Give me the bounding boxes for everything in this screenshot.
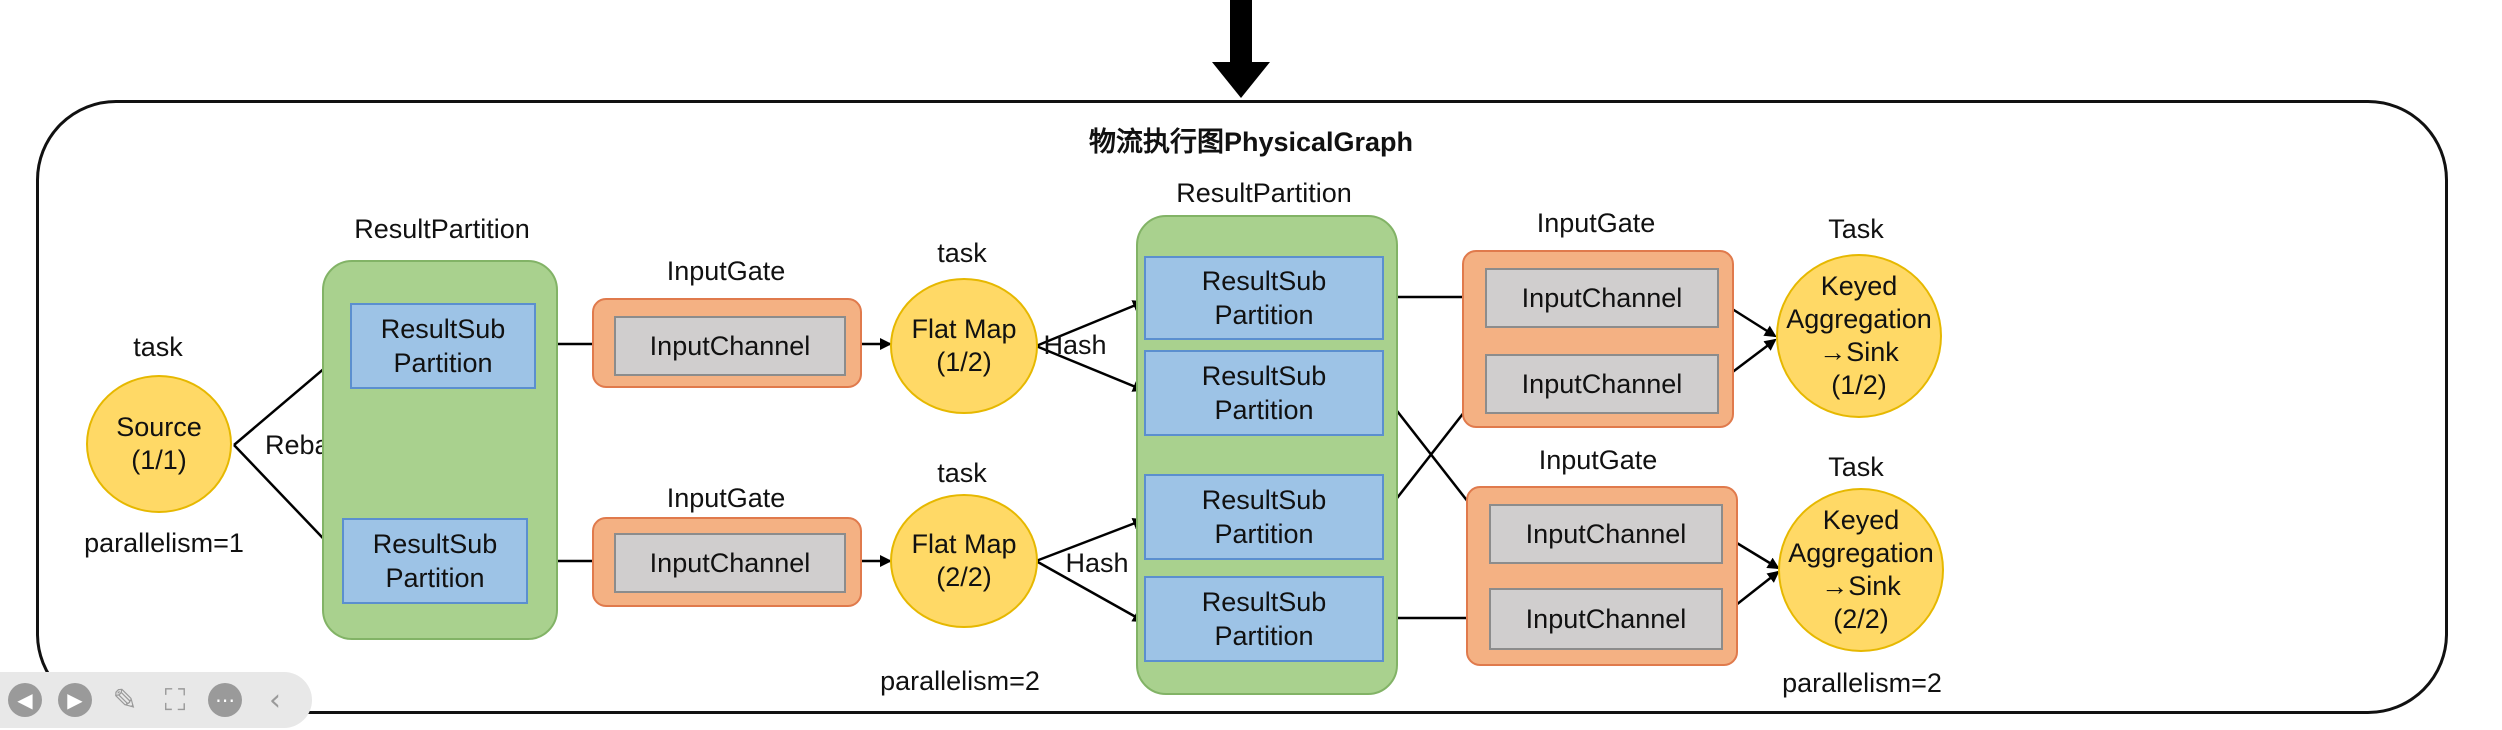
- result-subpartition: ResultSub Partition: [1144, 256, 1384, 340]
- input-channel: InputChannel: [614, 316, 846, 376]
- result-subpartition: ResultSub Partition: [342, 518, 528, 604]
- result-subpartition: ResultSub Partition: [1144, 576, 1384, 662]
- result-subpartition: ResultSub Partition: [1144, 350, 1384, 436]
- result-subpartition: ResultSub Partition: [350, 303, 536, 389]
- hash-label-top: Hash: [1043, 330, 1107, 360]
- sink-top-node: Keyed Aggregation →Sink (1/2): [1776, 254, 1942, 418]
- source-task-label: task: [133, 332, 183, 362]
- flatmap-top-task-label: task: [937, 238, 987, 268]
- input-channel: InputChannel: [1485, 354, 1719, 414]
- collapse-icon[interactable]: ‹: [269, 682, 281, 718]
- result-partition-2-label: ResultPartition: [1176, 178, 1352, 208]
- edge-flatmap2-to-rsp-d: [1035, 559, 1145, 623]
- more-icon[interactable]: ⋯: [208, 683, 242, 717]
- incoming-arrow: [1212, 0, 1270, 98]
- sink-bottom-task-label: Task: [1828, 452, 1884, 482]
- input-channel: InputChannel: [614, 533, 846, 593]
- hash-label-bottom: Hash: [1065, 548, 1129, 578]
- pen-icon[interactable]: ✎: [112, 682, 138, 718]
- flatmap-bottom-task-label: task: [937, 458, 987, 488]
- input-channel: InputChannel: [1489, 588, 1723, 650]
- result-subpartition: ResultSub Partition: [1144, 474, 1384, 560]
- flatmap-top-node: Flat Map (1/2): [890, 278, 1038, 414]
- graph-title: 物流执行图PhysicalGraph: [1088, 127, 1414, 157]
- source-parallelism: parallelism=1: [84, 528, 244, 558]
- input-gate-top-label: InputGate: [666, 256, 786, 286]
- edge-flatmap2-to-rsp-c: [1035, 517, 1145, 563]
- physical-graph-frame: [36, 100, 2448, 714]
- sink-parallelism: parallelism=2: [1782, 668, 1942, 698]
- edge-flatmap1-to-rsp-a: [1035, 300, 1145, 348]
- input-gate-bottom-label: InputGate: [666, 483, 786, 513]
- sink-bottom-node: Keyed Aggregation →Sink (2/2): [1778, 488, 1944, 652]
- next-icon[interactable]: ▶: [58, 683, 92, 717]
- sink-top-task-label: Task: [1828, 214, 1884, 244]
- presentation-toolbar: ◀ ▶ ✎ ⛶ ⋯ ‹: [0, 672, 312, 728]
- edge-flatmap1-to-rsp-b: [1035, 344, 1145, 392]
- result-partition-1-label: ResultPartition: [354, 214, 530, 244]
- input-channel: InputChannel: [1485, 268, 1719, 328]
- prev-icon[interactable]: ◀: [8, 683, 42, 717]
- flatmap-bottom-node: Flat Map (2/2): [890, 494, 1038, 628]
- input-gate-right-top-label: InputGate: [1536, 208, 1656, 238]
- input-channel: InputChannel: [1489, 504, 1723, 564]
- flatmap-parallelism: parallelism=2: [880, 666, 1040, 696]
- screenshot-icon[interactable]: ⛶: [164, 682, 186, 718]
- source-node: Source (1/1): [86, 375, 232, 513]
- input-gate-right-bottom-label: InputGate: [1538, 445, 1658, 475]
